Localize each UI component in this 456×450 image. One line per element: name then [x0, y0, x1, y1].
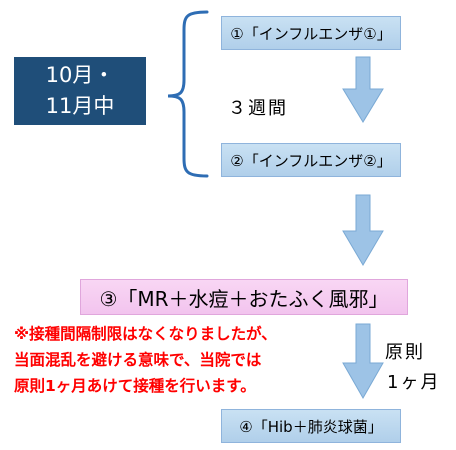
- interval-2-line1: 原則: [385, 342, 425, 363]
- interval-2-line2: 1ヶ月: [387, 372, 441, 393]
- period-line2: 11月中: [45, 94, 115, 118]
- step-1-box: ①「インフルエンザ①」: [221, 16, 401, 50]
- step-2-label: ②「インフルエンザ②」: [230, 151, 392, 170]
- brace: [167, 10, 209, 178]
- step-3-box: ③「MR＋水痘＋おたふく風邪」: [80, 279, 408, 315]
- note-text: ※接種間隔制限はなくなりましたが、 当面混乱を避ける意味で、当院では 原則1ヶ月…: [14, 321, 277, 399]
- step-2-box: ②「インフルエンザ②」: [221, 143, 401, 177]
- note-line-3: 原則1ヶ月あけて接種を行います。: [14, 377, 256, 395]
- period-box: 10月・ 11月中: [14, 57, 146, 125]
- arrow-down-1: [342, 56, 384, 123]
- period-line1: 10月・: [45, 63, 115, 87]
- note-line-1: ※接種間隔制限はなくなりましたが、: [14, 325, 277, 343]
- arrow-down-2: [342, 194, 384, 266]
- step-4-label: ④「Hib＋肺炎球菌」: [239, 417, 383, 436]
- step-4-box: ④「Hib＋肺炎球菌」: [221, 409, 401, 443]
- interval-1-month: 原則 1ヶ月: [385, 338, 440, 398]
- step-3-label: ③「MR＋水痘＋おたふく風邪」: [99, 286, 389, 311]
- arrow-down-3: [342, 323, 384, 400]
- interval-3-weeks: ３週間: [228, 98, 288, 119]
- step-1-label: ①「インフルエンザ①」: [230, 24, 392, 43]
- note-line-2: 当面混乱を避ける意味で、当院では: [14, 351, 262, 369]
